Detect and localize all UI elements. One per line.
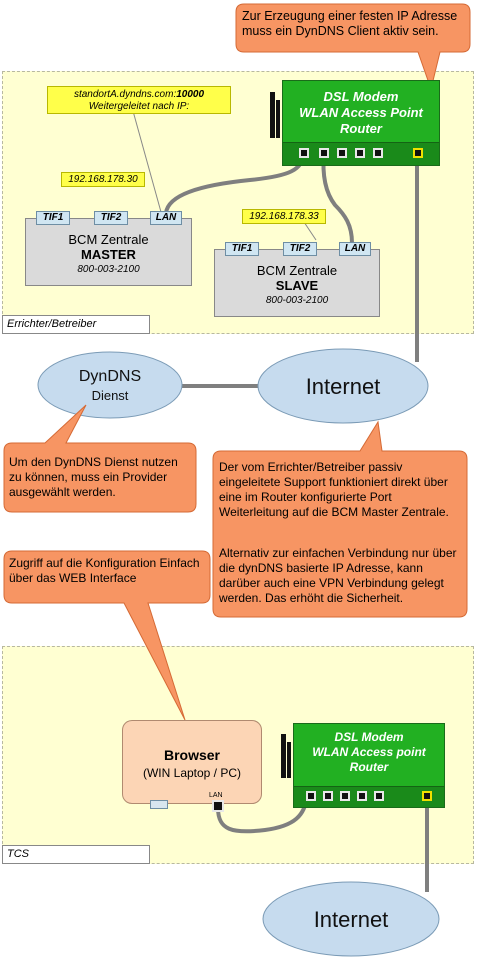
bcm-slave: BCM Zentrale SLAVE 800-003-2100 xyxy=(214,249,380,317)
bcm-master-name: BCM Zentrale xyxy=(68,232,149,247)
master-tif2-tab: TIF2 xyxy=(94,211,128,225)
callout-support-shape xyxy=(212,420,468,618)
router-bottom-line3: Router xyxy=(349,760,389,774)
slave-ip: 192.168.178.33 xyxy=(242,209,326,224)
router-top-line3: Router xyxy=(340,121,382,136)
forward-note: standortA.dyndns.com:10000 Weitergeleite… xyxy=(47,86,231,114)
router-top-dsl-port xyxy=(413,148,423,158)
cable-master-router xyxy=(164,152,306,214)
router-bottom-title: DSL Modem WLAN Access point Router xyxy=(294,730,444,775)
internet-cloud-mid xyxy=(257,348,429,424)
antenna-bottom-2 xyxy=(287,742,291,778)
forward-note-pointer xyxy=(132,110,162,213)
callout-dyndns-client: Zur Erzeugung einer festen IP Adresse mu… xyxy=(242,9,458,38)
browser-lan-label: LAN xyxy=(209,792,223,799)
zone-label-installer: Errichter/Betreiber xyxy=(2,315,150,334)
router-top-line1: DSL Modem xyxy=(323,89,399,104)
slave-tif2-tab: TIF2 xyxy=(283,242,317,256)
master-tif1-tab: TIF1 xyxy=(36,211,70,225)
forward-note-host: standortA.dyndns.com: xyxy=(73,89,177,100)
callout-provider: Um den DynDNS Dienst nutzen zu können, m… xyxy=(9,455,178,499)
router-top: DSL Modem WLAN Access Point Router xyxy=(282,80,440,166)
browser-subtitle: (WIN Laptop / PC) xyxy=(142,766,242,780)
cable-slave-router xyxy=(321,152,354,244)
bcm-slave-part: 800-003-2100 xyxy=(265,295,329,306)
router-top-port-1 xyxy=(299,148,309,158)
callout-support-1: Der vom Errichter/Betreiber passiv einge… xyxy=(219,460,449,519)
callout-provider-shape xyxy=(3,404,197,513)
callout-browser-shape xyxy=(3,550,211,721)
antenna-bottom-1 xyxy=(281,734,286,778)
forward-note-subtitle: Weitergeleitet nach IP: xyxy=(88,101,190,112)
router-top-port-4 xyxy=(355,148,365,158)
internet-bottom-label: Internet xyxy=(313,907,389,932)
router-top-line2: WLAN Access Point xyxy=(299,105,423,120)
router-top-port-2 xyxy=(319,148,329,158)
master-ip: 192.168.178.30 xyxy=(61,172,145,187)
browser-box[interactable]: Browser (WIN Laptop / PC) xyxy=(122,720,262,804)
router-bottom-port-4 xyxy=(357,791,367,801)
cable-browser-router xyxy=(216,795,309,834)
slave-tif1-tab: TIF1 xyxy=(225,242,259,256)
internet-cloud-bottom xyxy=(262,881,440,957)
browser-usb-port xyxy=(150,800,168,809)
internet-mid-label: Internet xyxy=(305,374,381,399)
forward-note-port: 10000 xyxy=(176,89,205,100)
router-bottom-line2: WLAN Access point xyxy=(312,745,426,759)
router-bottom-port-1 xyxy=(306,791,316,801)
router-top-ports xyxy=(283,142,439,165)
callout-browser-config: Zugriff auf die Konfiguration Einfach üb… xyxy=(9,556,200,585)
antenna-top-2 xyxy=(276,100,280,138)
dyndns-subtitle: Dienst xyxy=(91,388,129,403)
bcm-master-role: MASTER xyxy=(81,247,136,262)
router-bottom-port-2 xyxy=(323,791,333,801)
router-bottom-dsl-port xyxy=(422,791,432,801)
router-bottom-line1: DSL Modem xyxy=(334,730,404,744)
router-bottom-port-3 xyxy=(340,791,350,801)
callout-support-2: Alternativ zur einfachen Verbindung nur … xyxy=(219,546,457,605)
dyndns-title: DynDNS xyxy=(78,368,142,385)
bcm-slave-name: BCM Zentrale xyxy=(256,263,338,278)
browser-title: Browser xyxy=(163,747,221,763)
router-top-port-3 xyxy=(337,148,347,158)
antenna-top-1 xyxy=(270,92,275,138)
master-lan-tab[interactable]: LAN xyxy=(150,211,182,225)
bcm-master: BCM Zentrale MASTER 800-003-2100 xyxy=(25,218,192,286)
callout-dyndns-client-shape xyxy=(235,3,471,91)
router-bottom-ports xyxy=(294,786,444,807)
router-top-port-5 xyxy=(373,148,383,158)
router-top-title: DSL Modem WLAN Access Point Router xyxy=(283,89,439,137)
bcm-slave-role: SLAVE xyxy=(275,278,319,293)
router-bottom: DSL Modem WLAN Access point Router xyxy=(293,723,445,808)
router-bottom-port-5 xyxy=(374,791,384,801)
bcm-master-part: 800-003-2100 xyxy=(77,264,140,275)
browser-lan-port[interactable] xyxy=(212,800,224,812)
slave-lan-tab[interactable]: LAN xyxy=(339,242,371,256)
dyndns-cloud xyxy=(37,351,183,419)
zone-label-tcs: TCS xyxy=(2,845,150,864)
